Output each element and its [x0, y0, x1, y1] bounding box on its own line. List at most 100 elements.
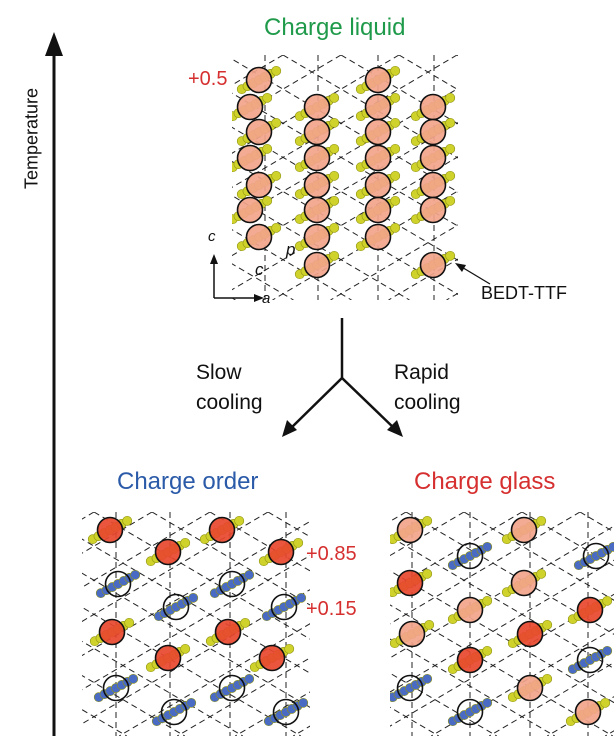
molecule-atom [602, 595, 613, 606]
glass-site-p [573, 541, 614, 571]
glass-site-h [390, 515, 433, 545]
order-lattice-line [82, 572, 310, 708]
order-site-p [261, 592, 307, 622]
molecule-atom [445, 195, 456, 206]
liquid-lattice-line [282, 55, 458, 159]
charge-circle [218, 674, 246, 702]
liquid-site-h [294, 222, 340, 252]
molecule-atom [602, 645, 613, 656]
charge-circle [582, 542, 610, 570]
rapid-label-line2: cooling [394, 391, 461, 414]
molecule-atom [293, 537, 304, 548]
molecule-atom [536, 568, 547, 579]
charge-circle [96, 516, 124, 544]
molecule-atom [188, 592, 199, 603]
charge-circle [419, 93, 447, 121]
liquid-lattice-line [515, 55, 614, 300]
molecule-atom [445, 250, 456, 261]
charge-circle [398, 620, 426, 648]
glass-site-p [447, 697, 493, 727]
charge-circle [236, 93, 264, 121]
rapid-label-line1: Rapid [394, 361, 449, 384]
liquid-lattice-line [388, 258, 458, 300]
liquid-lattice-line [573, 55, 614, 300]
charge-circle [419, 118, 447, 146]
glass-lattice-line [390, 512, 465, 557]
charge-circle [303, 196, 331, 224]
charge-circle [154, 644, 182, 672]
charge-liquid-title: Charge liquid [264, 14, 406, 41]
charge-circle [396, 516, 424, 544]
charge-circle [267, 538, 295, 566]
order-lattice-line [0, 512, 69, 736]
molecule-atom [600, 697, 611, 708]
order-site-r [89, 617, 135, 647]
molecule-atom [262, 143, 273, 154]
order-site-r [258, 537, 304, 567]
charge-circle [270, 593, 298, 621]
molecule-atom [445, 143, 456, 154]
rich-charge-label: +0.85 [306, 543, 357, 565]
charge-circle [102, 674, 130, 702]
molecule-atom [329, 222, 340, 233]
charge-circle [364, 66, 392, 94]
charge-circle [303, 144, 331, 172]
liquid-site-h [355, 92, 401, 122]
glass-site-r [507, 619, 553, 649]
slow-label-line2: cooling [196, 391, 263, 414]
molecule-atom [390, 92, 401, 103]
charge-circle [364, 196, 392, 224]
charge-circle [419, 171, 447, 199]
charge-circle [303, 171, 331, 199]
molecule-atom [608, 541, 614, 552]
order-lattice-line [0, 512, 11, 736]
charge-glass-title: Charge glass [414, 468, 556, 495]
liquid-lattice-line [505, 55, 614, 300]
order-site-p [151, 697, 197, 727]
liquid-site-h [232, 143, 273, 173]
molecule-atom [124, 617, 135, 628]
charge-circle [258, 644, 286, 672]
charge-circle [218, 570, 246, 598]
glass-site-p [447, 541, 493, 571]
molecule-atom [422, 673, 433, 684]
order-lattice-line [82, 512, 211, 588]
glass-site-h [501, 568, 547, 598]
molecule-atom [390, 222, 401, 233]
order-lattice-line [82, 512, 153, 554]
molecule-atom [234, 515, 245, 526]
liquid-site-h [236, 222, 282, 252]
molecule-atom [296, 592, 307, 603]
order-lattice-line [151, 512, 310, 606]
liquid-site-h [410, 92, 456, 122]
molecule-label: BEDT-TTF [481, 283, 567, 303]
charge-circle [160, 698, 188, 726]
charge-circle [303, 223, 331, 251]
liquid-site-h [294, 92, 340, 122]
liquid-site-h [355, 195, 401, 225]
molecule-atom [271, 117, 282, 128]
molecule-atom [329, 117, 340, 128]
order-lattice-line [0, 512, 36, 736]
charge-circle [396, 569, 424, 597]
glass-lattice-line [390, 512, 581, 625]
liquid-site-h [410, 250, 456, 280]
charge-circle [419, 251, 447, 279]
order-site-p [95, 569, 141, 599]
molecule-atom [186, 697, 197, 708]
liquid-site-h [294, 143, 340, 173]
molecule-atom [445, 170, 456, 181]
glass-lattice-line [390, 593, 614, 727]
charge-circle [510, 516, 538, 544]
glass-site-h [447, 595, 493, 625]
charge-order-title: Charge order [117, 468, 259, 495]
liquid-site-h [410, 170, 456, 200]
molecule-atom [271, 222, 282, 233]
liquid-site-h [294, 250, 340, 280]
glass-site-h [390, 619, 435, 649]
liquid-site-h [294, 170, 340, 200]
liquid-site-h [294, 117, 340, 147]
order-site-r [145, 537, 191, 567]
molecule-atom [482, 645, 493, 656]
